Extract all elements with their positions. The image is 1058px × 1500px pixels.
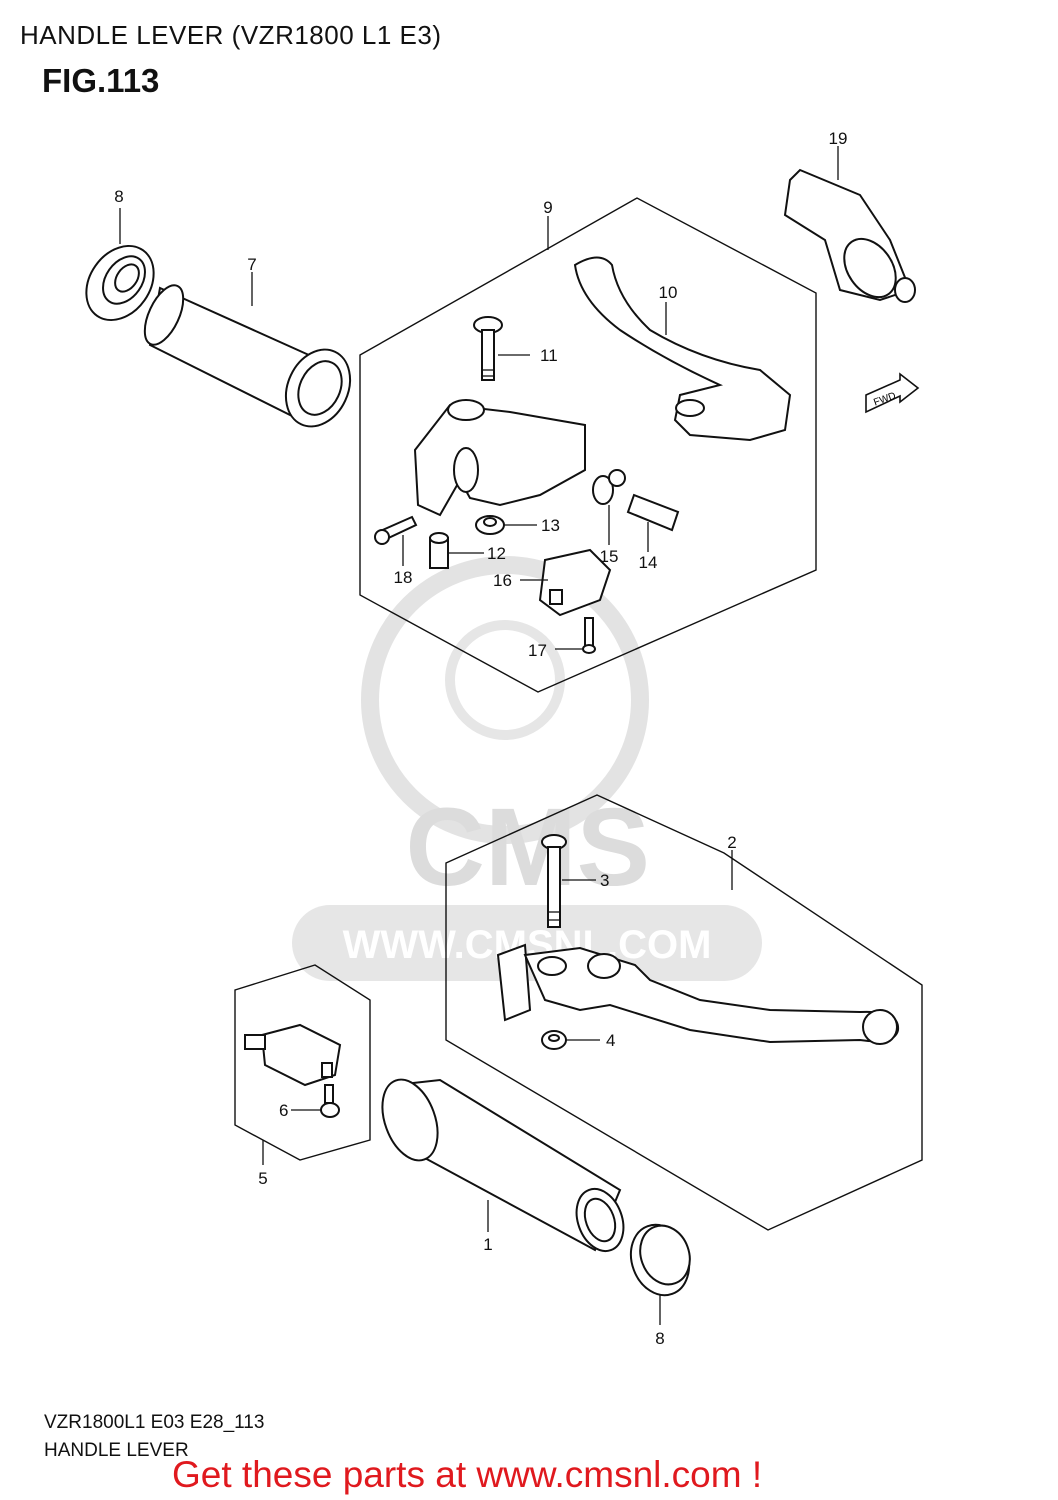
brake-lever-assembly[interactable] [496, 943, 900, 1045]
callout-16: 16 [493, 571, 512, 590]
callout-7: 7 [247, 255, 256, 274]
figure-number: FIG.113 [42, 62, 160, 99]
adjuster-part-15[interactable] [592, 469, 626, 505]
callout-labels: 8 7 9 19 10 11 13 12 18 15 14 16 17 2 3 … [114, 129, 847, 1348]
callout-6: 6 [279, 1101, 288, 1120]
forward-direction-badge: FWD [865, 372, 920, 414]
callout-11: 11 [540, 346, 558, 365]
callout-2: 2 [727, 833, 736, 852]
promo-link[interactable]: Get these parts at www.cmsnl.com ! [172, 1454, 763, 1495]
bolt-part-11[interactable] [473, 316, 503, 381]
callout-10: 10 [659, 283, 678, 302]
bolt-part-3[interactable] [541, 834, 567, 928]
lever-part-10[interactable] [573, 256, 792, 442]
screw-part-6[interactable] [320, 1084, 340, 1118]
watermark: CMS WWW.CMSNL.COM [292, 556, 762, 981]
leader-lines [119, 146, 839, 1325]
callout-4: 4 [606, 1031, 615, 1050]
model-code: VZR1800L1 E03 E28_113 [44, 1412, 265, 1433]
callout-13: 13 [541, 516, 560, 535]
callout-9: 9 [543, 198, 552, 217]
callout-18: 18 [394, 568, 413, 587]
assembly-frame-5 [234, 964, 371, 1161]
callout-19: 19 [829, 129, 848, 148]
end-cap-part-8-bottom[interactable] [621, 1217, 698, 1304]
assembly-frame-9 [359, 197, 817, 693]
collar-part-12[interactable] [429, 532, 449, 569]
assembly-frame-2 [445, 794, 923, 1231]
callout-5: 5 [258, 1169, 267, 1188]
callout-1: 1 [483, 1235, 492, 1254]
ring-part-8-top[interactable] [72, 233, 167, 333]
callout-12: 12 [487, 544, 506, 563]
callout-17: 17 [528, 641, 547, 660]
switch-part-5[interactable] [244, 1023, 342, 1087]
screw-part-17[interactable] [582, 617, 596, 654]
callout-15: 15 [600, 547, 619, 566]
nut-part-13[interactable] [475, 515, 505, 535]
callout-8-bottom: 8 [655, 1329, 664, 1348]
lever-bracket[interactable] [413, 399, 586, 517]
callout-14: 14 [639, 553, 658, 572]
callout-8-top: 8 [114, 187, 123, 206]
watermark-brand: CMS [406, 786, 650, 909]
screw-part-14[interactable] [626, 493, 680, 532]
cover-part-19[interactable] [783, 168, 916, 307]
nut-part-4[interactable] [541, 1030, 567, 1050]
page-title: HANDLE LEVER (VZR1800 L1 E3) [20, 20, 442, 50]
throttle-grip-part-1[interactable] [372, 1072, 631, 1258]
callout-3: 3 [600, 871, 609, 890]
switch-part-16[interactable] [538, 548, 612, 617]
screw-part-18[interactable] [374, 515, 418, 545]
grip-part-7[interactable] [137, 280, 362, 437]
section-name: HANDLE LEVER [44, 1440, 189, 1461]
